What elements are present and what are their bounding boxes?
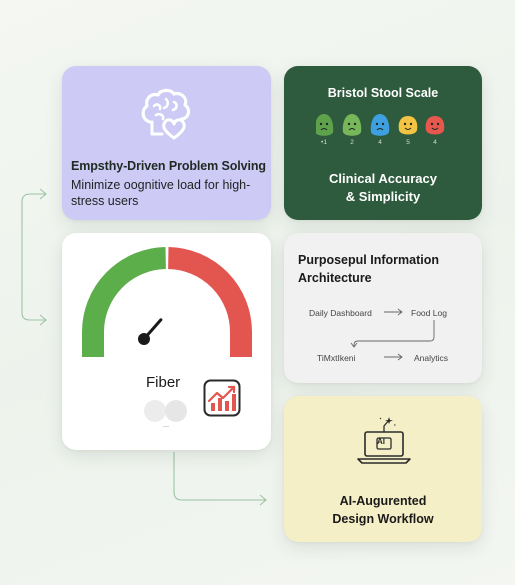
scale-label-4: 5	[406, 139, 410, 146]
bristol-scale-faces	[316, 114, 445, 136]
ai-chip-label: AI	[377, 437, 385, 446]
laptop-ai-icon	[357, 417, 411, 464]
bristol-face-3	[370, 114, 390, 136]
node-daily-dashboard: Daily Dashboard	[309, 308, 372, 318]
bristol-face-1	[316, 114, 334, 136]
bristol-title: Bristol Stool Scale	[327, 86, 439, 100]
gauge-arc-bad	[167, 247, 252, 357]
scale-label-1: •1	[321, 139, 327, 146]
toggle-icon[interactable]	[142, 398, 190, 424]
fiber-label: Fiber	[146, 374, 181, 391]
empathy-title: Empsthy-Driven Problem Solving	[71, 159, 266, 173]
info-title: Purposepul Information Architecture	[298, 251, 458, 287]
flow-arrows	[350, 308, 435, 361]
info-architecture-card: Purposepul Information Architecture Dail…	[284, 233, 482, 383]
gauge-hub	[138, 333, 150, 345]
ai-workflow-card: AI AI-Augurented Design Workflow	[284, 396, 482, 542]
info-title-text: Purposepul Information Architecture	[298, 253, 439, 285]
node-timeline: TiMxtIkeni	[317, 353, 356, 363]
empathy-card: Empsthy-Driven Problem Solving Minimize …	[62, 66, 271, 220]
bristol-face-5	[425, 116, 445, 135]
bristol-face-4	[398, 116, 418, 135]
fiber-gauge	[82, 247, 252, 357]
bristol-headline-text: Clinical Accuracy & Simplicity	[329, 171, 437, 204]
node-food-log: Food Log	[411, 308, 447, 318]
brain-heart-icon	[141, 88, 191, 140]
empathy-subtitle: Minimize oognitive load for high-stress …	[71, 178, 251, 208]
ai-title: AI-Augurented Design Workflow	[284, 492, 482, 528]
bristol-headline: Clinical Accuracy & Simplicity	[284, 170, 482, 206]
ai-title-text: AI-Augurented Design Workflow	[332, 494, 434, 526]
node-analytics: Analytics	[414, 353, 449, 363]
divider	[163, 426, 169, 427]
bristol-face-2	[342, 114, 362, 136]
scale-label-2: 2	[350, 139, 354, 146]
scale-label-5: 4	[433, 139, 437, 146]
gauge-arc-good	[82, 247, 167, 357]
fiber-gauge-card: Fiber	[62, 233, 271, 450]
trend-chart-icon	[203, 379, 241, 417]
scale-label-3: 4	[378, 139, 382, 146]
bristol-card: Bristol Stool Scale •1 2 4 5 4 Clinical …	[284, 66, 482, 220]
